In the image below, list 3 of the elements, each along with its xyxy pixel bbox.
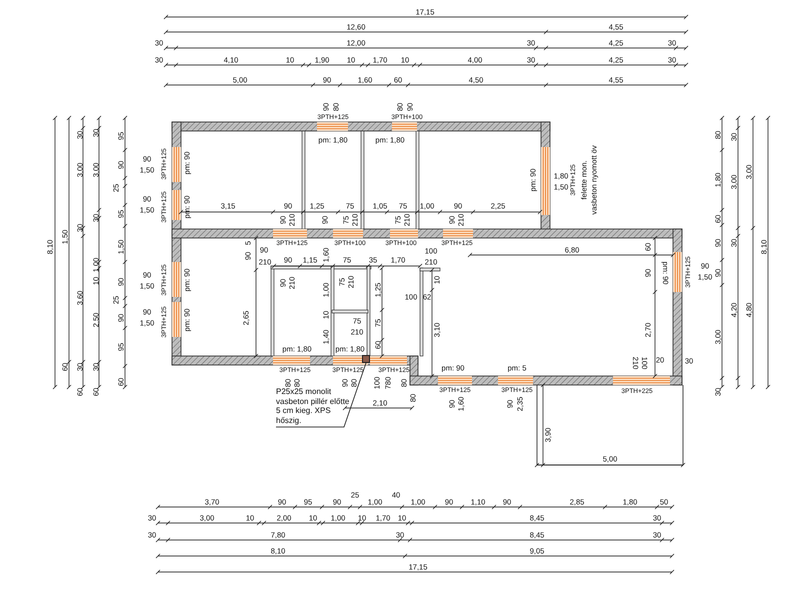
leader-line bbox=[276, 362, 366, 428]
note-text: P25x25 monolit vasbeton pillér előtte 5 cm kieg. XPS hőszig. bbox=[276, 387, 350, 425]
pillar bbox=[362, 355, 370, 363]
